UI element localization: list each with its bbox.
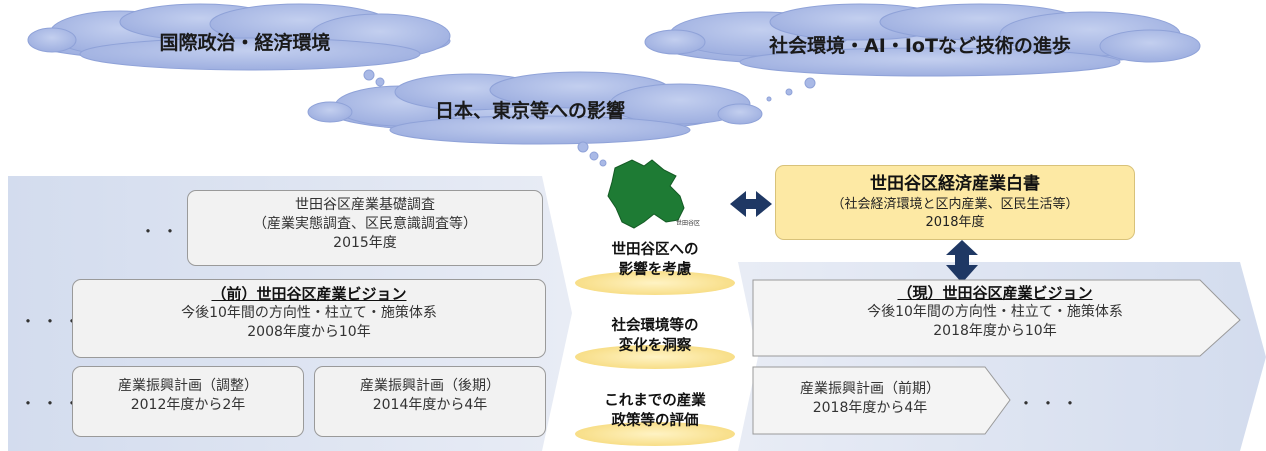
oval-change (575, 345, 735, 369)
current-vision-detail: 今後10年間の方向性・柱立て・施策体系 (867, 304, 1123, 320)
white-paper-title: 世田谷区経済産業白書 (870, 174, 1040, 194)
plan-later-year: 2014年度から4年 (372, 397, 488, 413)
center-evaluation: これまでの産業 政策等の評価 (570, 391, 740, 431)
basic-survey-box: 世田谷区産業基礎調査 （産業実態調査、区民意識調査等） 2015年度 (187, 190, 543, 266)
white-paper-year: 2018年度 (925, 215, 985, 230)
basic-survey-year: 2015年度 (333, 235, 397, 251)
prev-vision-box: （前）世田谷区産業ビジョン 今後10年間の方向性・柱立て・施策体系 2008年度… (72, 279, 546, 358)
plan-later-box: 産業振興計画（後期） 2014年度から4年 (314, 366, 546, 437)
white-paper-detail: （社会経済環境と区内産業、区民生活等） (831, 197, 1079, 212)
prev-vision-dots: ・・・ (20, 312, 87, 331)
center-change-line2: 変化を洞察 (618, 338, 692, 354)
cloud-japan-tokyo-text: 日本、東京等への影響 (434, 100, 625, 122)
double-arrow-horizontal (730, 191, 772, 217)
plan-adjust-year: 2012年度から2年 (130, 397, 246, 413)
cloud-japan-tokyo (307, 71, 763, 145)
setagaya-map (607, 159, 685, 229)
white-paper-box: 世田谷区経済産業白書 （社会経済環境と区内産業、区民生活等） 2018年度 (775, 165, 1135, 240)
prev-vision-detail: 今後10年間の方向性・柱立て・施策体系 (181, 305, 437, 321)
center-influence: 世田谷区への 影響を考慮 (570, 240, 740, 280)
cloud-society-tech-text: 社会環境・AI・IoTなど技術の進歩 (769, 35, 1071, 57)
cloud-society-tech (644, 3, 1201, 77)
basic-survey-title: 世田谷区産業基礎調査 (295, 197, 435, 213)
center-evaluation-line1: これまでの産業 (604, 393, 706, 409)
map-label: 世田谷区 (676, 220, 701, 227)
cloud-international (27, 3, 451, 71)
prev-vision-year: 2008年度から10年 (247, 324, 371, 340)
plan-adjust-box: 産業振興計画（調整） 2012年度から2年 (72, 366, 304, 437)
plan-early-year: 2018年度から4年 (812, 400, 928, 416)
double-arrow-vertical (946, 240, 978, 283)
oval-influence (575, 271, 735, 295)
center-influence-line1: 世田谷区への (611, 242, 699, 258)
center-change-line1: 社会環境等の (611, 318, 699, 334)
plan-early-box: 産業振興計画（前期） 2018年度から4年 (760, 380, 980, 418)
plan-later-title: 産業振興計画（後期） (360, 378, 500, 394)
current-vision-title: （現）世田谷区産業ビジョン (897, 284, 1093, 302)
center-change: 社会環境等の 変化を洞察 (570, 316, 740, 356)
plan-adjust-dots: ・・・ (20, 394, 87, 413)
plan-adjust-title: 産業振興計画（調整） (118, 378, 258, 394)
current-vision-arrow-shape (752, 279, 1241, 357)
basic-survey-detail: （産業実態調査、区民意識調査等） (253, 216, 477, 232)
plan-early-title: 産業振興計画（前期） (800, 381, 940, 397)
oval-evaluation (575, 422, 735, 446)
plan-early-dots: ・・・ (1018, 394, 1085, 413)
basic-survey-dots: ・・・ (140, 222, 207, 241)
center-influence-line2: 影響を考慮 (618, 262, 692, 278)
center-evaluation-line2: 政策等の評価 (611, 413, 699, 429)
prev-vision-title: （前）世田谷区産業ビジョン (211, 285, 407, 303)
plan-early-arrow-shape (752, 366, 1011, 435)
cloud-international-text: 国際政治・経済環境 (159, 32, 331, 54)
current-vision-year: 2018年度から10年 (933, 323, 1057, 339)
current-vision-box: （現）世田谷区産業ビジョン 今後10年間の方向性・柱立て・施策体系 2018年度… (800, 284, 1190, 341)
